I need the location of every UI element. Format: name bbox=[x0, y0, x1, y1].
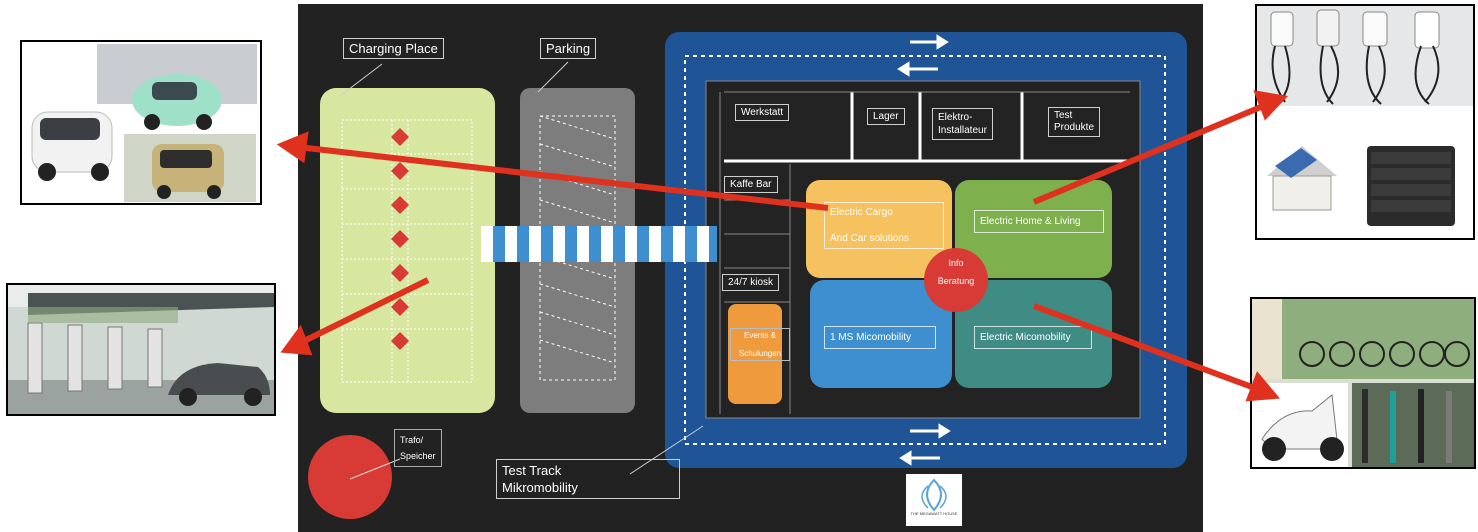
trafo-circle bbox=[308, 435, 392, 519]
info-beratung-label: Info Beratung bbox=[937, 258, 975, 286]
parking-label: Parking bbox=[540, 38, 597, 59]
cargo-zone bbox=[806, 180, 952, 278]
test-track-label: Test Track Mikromobility bbox=[496, 459, 680, 499]
lager-label: Lager bbox=[867, 108, 905, 125]
charging-station-illustration bbox=[8, 285, 274, 414]
micromobility-illustration bbox=[1252, 299, 1474, 467]
cargo-label: Electric Cargo And Car solutions bbox=[824, 202, 944, 249]
info-circle bbox=[924, 248, 988, 312]
kiosk-label: 24/7 kiosk bbox=[722, 274, 780, 291]
track-dashed-line bbox=[684, 55, 1166, 445]
ms-micomobility-label: 1 MS Micomobility bbox=[824, 326, 936, 349]
electric-micomobility-label: Electric Micomobility bbox=[974, 326, 1092, 349]
logo-text: THE MEGAWATT HOUSE bbox=[910, 511, 958, 516]
wallbox-and-home-battery-photo bbox=[1255, 4, 1475, 240]
label-leader-lines bbox=[339, 61, 704, 475]
small-cars-illustration bbox=[22, 42, 260, 203]
werkstatt-label: Werkstatt bbox=[735, 104, 790, 121]
crosswalk bbox=[481, 226, 717, 262]
events-zone bbox=[728, 304, 782, 404]
e-bikes-and-scooters-photo bbox=[1250, 297, 1476, 469]
ms-micomobility-zone bbox=[810, 280, 952, 388]
charging-station-photo bbox=[6, 283, 276, 416]
wallbox-illustration bbox=[1257, 6, 1473, 238]
test-produkte-label: Test Produkte bbox=[1048, 107, 1101, 137]
kaffe-bar-label: Kaffe Bar bbox=[724, 176, 778, 193]
home-living-label: Electric Home & Living bbox=[974, 210, 1104, 233]
site-plan-board: Charging Place Parking Werkstatt Lager E… bbox=[298, 4, 1203, 532]
events-schulungen-label: Events & Schulungen bbox=[730, 328, 790, 361]
megawatt-house-logo bbox=[906, 474, 962, 526]
track-direction-arrows bbox=[897, 34, 951, 466]
trafo-speicher-label: Trafo/ Speicher bbox=[394, 429, 442, 467]
elektro-installateur-label: Elektro- Installateur bbox=[932, 108, 993, 140]
charging-place-label: Charging Place bbox=[343, 38, 444, 59]
small-electric-cars-photo bbox=[20, 40, 262, 205]
